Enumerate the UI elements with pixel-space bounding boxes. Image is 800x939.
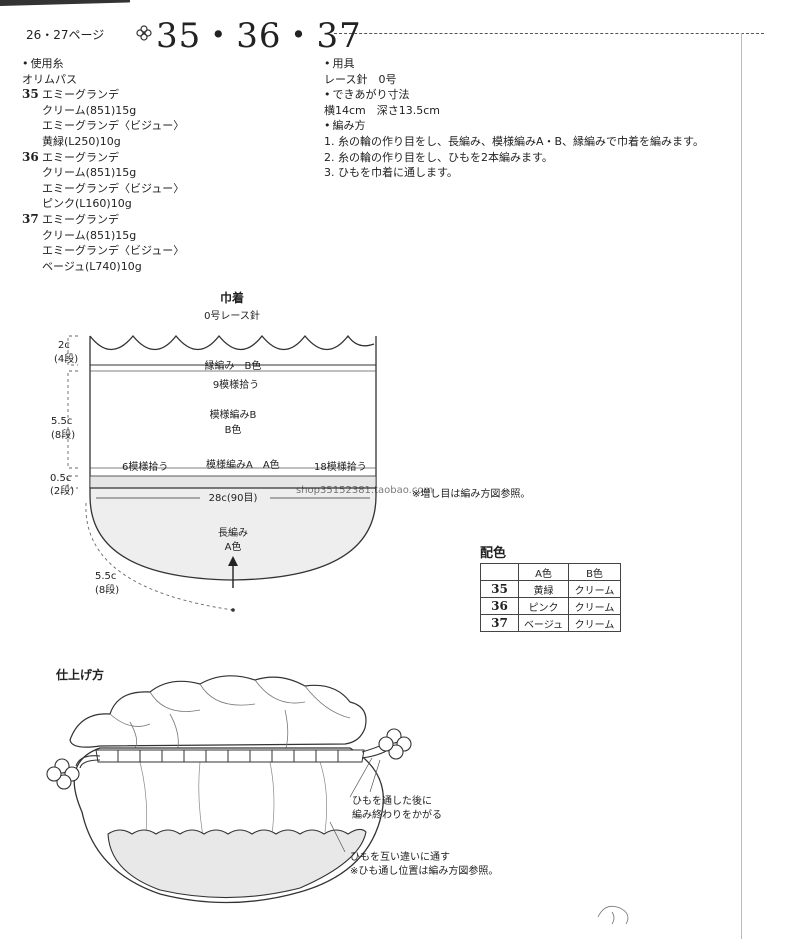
needle-label: 0号レース針	[204, 309, 260, 322]
yarn-line: エミーグランデ〈ビジュー〉	[42, 244, 185, 258]
table-cell: 37	[480, 614, 519, 632]
yarn-line: エミーグランデ〈ビジュー〉	[42, 181, 185, 195]
yarn-line: ベージュ(L740)10g	[42, 259, 142, 273]
double-crochet-label: 長編み	[218, 526, 248, 539]
table-cell: クリーム	[568, 614, 621, 632]
diagram-title: 巾着	[220, 290, 244, 305]
table-cell: 36	[480, 597, 519, 615]
yarn-entry-number: 37	[22, 211, 39, 226]
drawstring-stitches	[117, 750, 339, 762]
drawstring-left	[75, 755, 101, 769]
pattern-b-label: 模様編みB	[210, 408, 257, 421]
color-table: A色 B色 35 黄緑 クリーム 36 ピンク クリーム 37 ベージュ クリー…	[480, 563, 621, 632]
tools-title: 用具	[324, 56, 739, 72]
watermark: shop35152381.taobao.com	[296, 485, 433, 496]
finishing-note-1b: 編み終わりをかがる	[352, 808, 442, 821]
yarn-entry-number: 35	[22, 87, 39, 102]
top-cut-artifact	[0, 0, 130, 6]
pouch-diagram: 巾着 0号レース針 縁編み B色 9模様拾う 模様編みB B色 6模様拾う 模様…	[50, 290, 530, 612]
yarn-brand: オリムパス	[22, 72, 77, 86]
page-header: 26・27ページ 35・36・37	[22, 8, 782, 56]
pouch-ruffle	[69, 675, 367, 748]
yarn-entry-number: 36	[22, 149, 39, 164]
finishing-note-2b: ※ひも通し位置は編み方図参照。	[350, 864, 498, 877]
table-cell: クリーム	[568, 597, 621, 615]
yarn-line: クリーム(851)15g	[42, 166, 137, 180]
corner-stamp-icon	[597, 905, 629, 925]
width-label: 28c(90目)	[209, 493, 258, 504]
finishing-note-2: ひもを互い違いに通す	[350, 850, 450, 863]
finishing-note-1: ひもを通した後に	[352, 794, 432, 807]
pouch-ruffle-details	[109, 679, 351, 749]
table-header-cell	[480, 563, 519, 581]
yarn-line: エミーグランデ	[42, 212, 119, 226]
yarn-line: ピンク(L160)10g	[42, 197, 132, 211]
pattern-b-color: B色	[225, 423, 242, 436]
yarn-title: 使用糸	[22, 56, 312, 72]
pattern-numbers: 35・36・37	[156, 16, 362, 56]
dim-bottom-rows: (8段)	[95, 583, 119, 596]
tools-value: レース針 0号	[324, 72, 397, 86]
drawstring-band	[95, 749, 365, 763]
yarn-line: クリーム(851)15g	[42, 103, 137, 117]
finished-pouch-illustration: ひもを通した後に 編み終わりをかがる ひもを互い違いに通す ※ひも通し位置は編み…	[46, 675, 629, 925]
method-step: 3. ひもを巾着に通します。	[324, 166, 458, 180]
dim-pattern-b: 5.5c	[51, 416, 72, 427]
dimension-markers	[67, 335, 234, 611]
color-table-title: 配色	[480, 546, 507, 561]
up-arrow-icon	[228, 556, 238, 588]
yarn-line: エミーグランデ〈ビジュー〉	[42, 119, 185, 133]
table-header-cell: A色	[518, 563, 569, 581]
table-header-cell: B色	[568, 563, 621, 581]
table-cell: ベージュ	[518, 614, 569, 632]
yarn-line: クリーム(851)15g	[42, 228, 137, 242]
pouch-body-outline	[89, 334, 377, 488]
pick-9-label: 9模様拾う	[213, 378, 259, 391]
page-reference: 26・27ページ	[26, 28, 105, 42]
edge-label: 縁編み B色	[205, 359, 262, 372]
table-cell: クリーム	[568, 580, 621, 598]
dim-edge-rows: (4段)	[54, 352, 78, 365]
table-row: 37 ベージュ クリーム	[480, 614, 621, 632]
tassel-left-icon	[46, 758, 80, 790]
double-crochet-color: A色	[225, 540, 242, 553]
table-cell: ピンク	[518, 597, 569, 615]
dim-pattern-a-rows: (2段)	[50, 484, 74, 497]
dim-pattern-b-rows: (8段)	[51, 428, 75, 441]
yarn-line: エミーグランデ	[42, 150, 119, 164]
method-title: 編み方	[324, 118, 739, 134]
header-dashed-rule	[334, 33, 764, 34]
table-cell: 35	[480, 580, 519, 598]
size-title: できあがり寸法	[324, 87, 739, 103]
pick-6-label: 6模様拾う	[122, 460, 168, 473]
pick-18-label: 18模様拾う	[314, 460, 367, 473]
table-row: 35 黄緑 クリーム	[480, 580, 621, 598]
page-margin-line	[741, 33, 742, 939]
flower-icon	[136, 25, 152, 41]
pattern-a-label: 模様編みA A色	[206, 458, 280, 471]
yarn-line: 黄緑(L250)10g	[42, 134, 121, 148]
method-step: 1. 糸の輪の作り目をし、長編み、模様編みA・B、縁編みで巾着を編みます。	[324, 134, 704, 148]
dim-pattern-a: 0.5c	[50, 473, 71, 484]
table-cell: 黄緑	[518, 580, 569, 598]
tassel-right-icon	[378, 728, 412, 760]
table-row: 36 ピンク クリーム	[480, 597, 621, 615]
dim-bottom: 5.5c	[95, 571, 116, 582]
width-label-bg	[200, 491, 270, 504]
method-step: 2. 糸の輪の作り目をし、ひもを2本編みます。	[324, 150, 553, 164]
increase-note: ※増し目は編み方図参照。	[412, 487, 530, 500]
pouch-bottom-band	[107, 828, 367, 899]
finishing-title: 仕上げ方	[56, 668, 105, 682]
dimension-dot	[231, 608, 235, 612]
yarn-line: エミーグランデ	[42, 88, 119, 102]
annotation-pointer	[329, 757, 381, 853]
tools-section: 用具 レース針 0号 できあがり寸法 横14cm 深さ13.5cm 編み方 1.…	[324, 56, 739, 181]
size-value: 横14cm 深さ13.5cm	[324, 103, 441, 117]
table-header-row: A色 B色	[480, 563, 621, 581]
dim-edge: 2c	[58, 340, 70, 351]
